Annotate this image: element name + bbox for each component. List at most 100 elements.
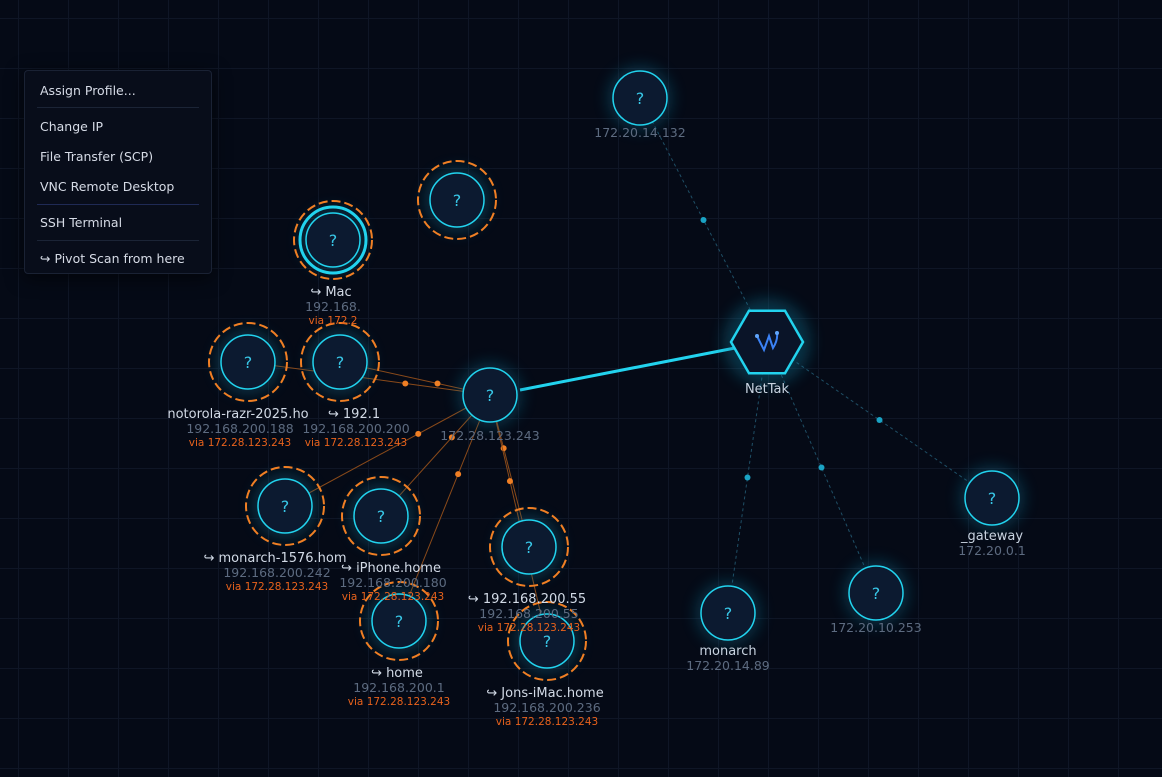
- unknown-device-icon: ?: [636, 89, 645, 108]
- unknown-device-icon: ?: [244, 353, 253, 372]
- node-ip: 192.168.200.180: [339, 575, 446, 590]
- network-link: [727, 341, 768, 614]
- node-circle[interactable]: [519, 613, 575, 669]
- unknown-device-icon: ?: [724, 604, 733, 623]
- menu-item-ssh-terminal[interactable]: SSH Terminal: [40, 215, 123, 230]
- logo-dot: [755, 334, 759, 338]
- network-link: [639, 97, 768, 343]
- menu-item-assign-profile[interactable]: Assign Profile...: [40, 83, 136, 98]
- node-ip: 192.168.200.55: [479, 606, 578, 621]
- unknown-device-icon: ?: [281, 497, 290, 516]
- node-name: _gateway: [960, 529, 1023, 544]
- menu-divider: [37, 107, 199, 108]
- unknown-device-icon: ?: [377, 507, 386, 526]
- node-name: ↪ 192.168.200.55: [468, 592, 586, 607]
- node-circle[interactable]: [353, 488, 409, 544]
- node-name: ↪ Mac: [310, 285, 351, 300]
- node-ip: 172.20.14.132: [594, 125, 685, 140]
- pivot-edge: [398, 394, 491, 622]
- unknown-device-icon: ?: [486, 386, 495, 405]
- node-circle[interactable]: [312, 334, 368, 390]
- pivot-ring: [300, 322, 380, 402]
- unknown-device-icon: ?: [988, 489, 997, 508]
- menu-item-change-ip[interactable]: Change IP: [40, 119, 104, 134]
- unknown-device-icon: ?: [336, 353, 345, 372]
- node-via: via 172.28.123.243: [478, 622, 580, 634]
- link-dot: [402, 380, 409, 387]
- node-ip: 192.168.200.1: [353, 680, 444, 695]
- node-via: via 172.28.123.243: [189, 437, 291, 449]
- pivot-ring: [208, 322, 288, 402]
- unknown-device-icon: ?: [395, 612, 404, 631]
- menu-divider: [37, 240, 199, 241]
- node-ip: 172.20.10.253: [830, 620, 921, 635]
- pivot-edge: [247, 361, 491, 396]
- logo-stroke: [756, 332, 779, 353]
- node-circle[interactable]: [612, 70, 668, 126]
- link-dot: [434, 380, 441, 387]
- link-dot: [455, 471, 462, 478]
- node-circle[interactable]: [501, 519, 557, 575]
- network-link: [766, 341, 877, 594]
- pivot-ring: [489, 507, 569, 587]
- link-dot: [415, 430, 422, 437]
- node-circle[interactable]: [964, 470, 1020, 526]
- menu-item-vnc[interactable]: VNC Remote Desktop: [40, 179, 175, 194]
- link-dot: [876, 417, 883, 423]
- node-via: via 172.28.123.243: [342, 591, 444, 603]
- node-circle[interactable]: [429, 172, 485, 228]
- node-ip: 192.168.200.236: [493, 700, 600, 715]
- link-dot: [744, 474, 751, 481]
- unknown-device-icon: ?: [543, 632, 552, 651]
- nettak-logo-icon: [755, 331, 779, 353]
- node-circle[interactable]: [257, 478, 313, 534]
- node-name: notorola-razr-2025.ho: [167, 407, 308, 422]
- unknown-device-icon: ?: [453, 191, 462, 210]
- node-name: monarch: [699, 644, 756, 659]
- node-circle[interactable]: [220, 334, 276, 390]
- node-name: ↪ Jons-iMac.home: [486, 686, 603, 701]
- node-circle[interactable]: [848, 565, 904, 621]
- node-ip: 192.168.200.188: [186, 421, 293, 436]
- node-circle[interactable]: [305, 212, 361, 268]
- unknown-device-icon: ?: [872, 584, 881, 603]
- pivot-ring: [507, 601, 587, 681]
- node-ip: 192.168.200.200: [302, 421, 409, 436]
- pivot-ring: [417, 160, 497, 240]
- pivot-ring: [341, 476, 421, 556]
- node-ip: 172.20.14.89: [686, 658, 770, 673]
- unknown-device-icon: ?: [329, 231, 338, 250]
- pivot-link: [519, 346, 736, 392]
- link-dot: [818, 464, 825, 471]
- link-dot: [506, 478, 513, 485]
- logo-dot: [775, 331, 779, 335]
- node-name: ↪ 192.1: [328, 407, 380, 422]
- node-via: via 172.28.123.243: [496, 716, 598, 728]
- node-name: ↪ monarch-1576.hom: [203, 551, 346, 566]
- menu-divider: [37, 204, 199, 205]
- pivot-ring: [359, 581, 439, 661]
- node-ip: 192.168.200.242: [223, 565, 330, 580]
- link-dot: [700, 217, 707, 223]
- menu-item-file-transfer[interactable]: File Transfer (SCP): [40, 149, 154, 164]
- pivot-ring: [245, 466, 325, 546]
- menu-item-pivot-scan[interactable]: ↪ Pivot Scan from here: [40, 251, 185, 266]
- link-dot: [448, 434, 455, 441]
- context-menu: Assign Profile... Change IP File Transfe…: [24, 70, 212, 274]
- selected-ring: [298, 205, 368, 275]
- node-name: ↪ iPhone.home: [341, 561, 441, 576]
- node-circle[interactable]: [462, 367, 518, 423]
- node-ip: 172.20.0.1: [958, 543, 1026, 558]
- unknown-device-icon: ?: [525, 538, 534, 557]
- node-name: ↪ home: [371, 666, 423, 681]
- hub-label: NetTak: [745, 382, 790, 397]
- pivot-ring: [293, 200, 373, 280]
- node-ip: 172.28.123.243: [440, 428, 539, 443]
- node-via: via 172.2: [309, 315, 358, 327]
- node-ip: 192.168.: [305, 299, 361, 314]
- node-circle[interactable]: [700, 585, 756, 641]
- node-circle[interactable]: [371, 593, 427, 649]
- node-via: via 172.28.123.243: [305, 437, 407, 449]
- node-via: via 172.28.123.243: [226, 581, 328, 593]
